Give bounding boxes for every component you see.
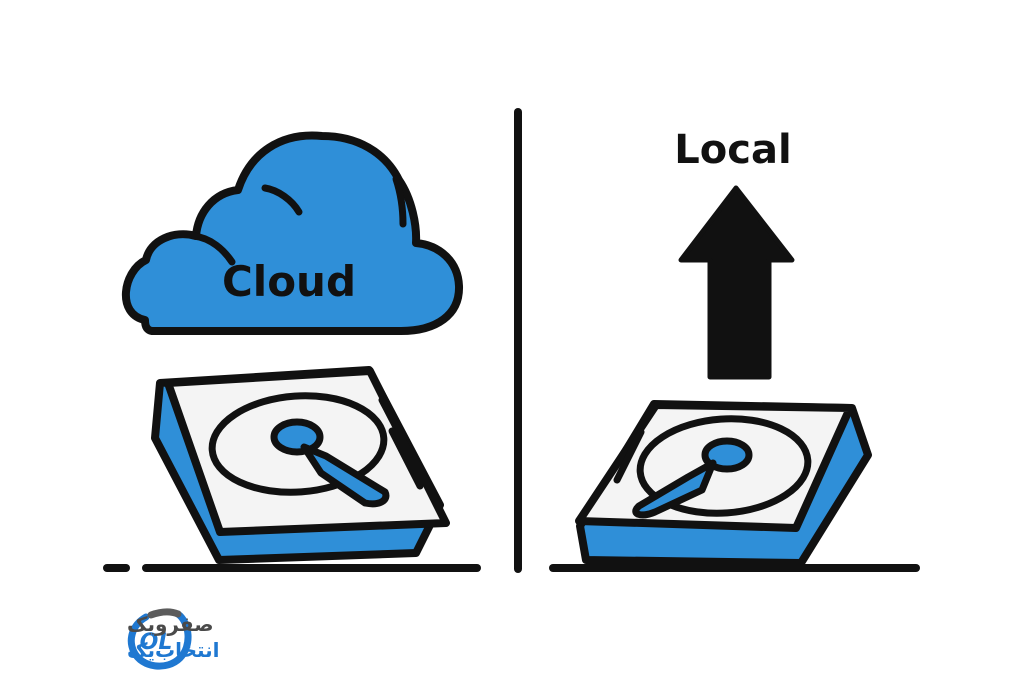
upload-arrow-icon bbox=[678, 185, 795, 380]
cloud-label: Cloud bbox=[222, 257, 356, 306]
brand-logo-mark: OL bbox=[140, 630, 173, 655]
brand-logo-icon: OL bbox=[127, 608, 192, 670]
cloud-icon bbox=[122, 131, 464, 335]
local-label: Local bbox=[674, 127, 791, 173]
right-hard-drive-icon bbox=[575, 400, 872, 567]
brand-name-line-2: انتخاب‌یک bbox=[127, 638, 220, 662]
left-hard-drive-icon bbox=[151, 366, 450, 564]
brand-name-line-1: صفرویک bbox=[127, 612, 214, 636]
brand-logo: OL صفرویک انتخاب‌یک bbox=[127, 608, 220, 670]
